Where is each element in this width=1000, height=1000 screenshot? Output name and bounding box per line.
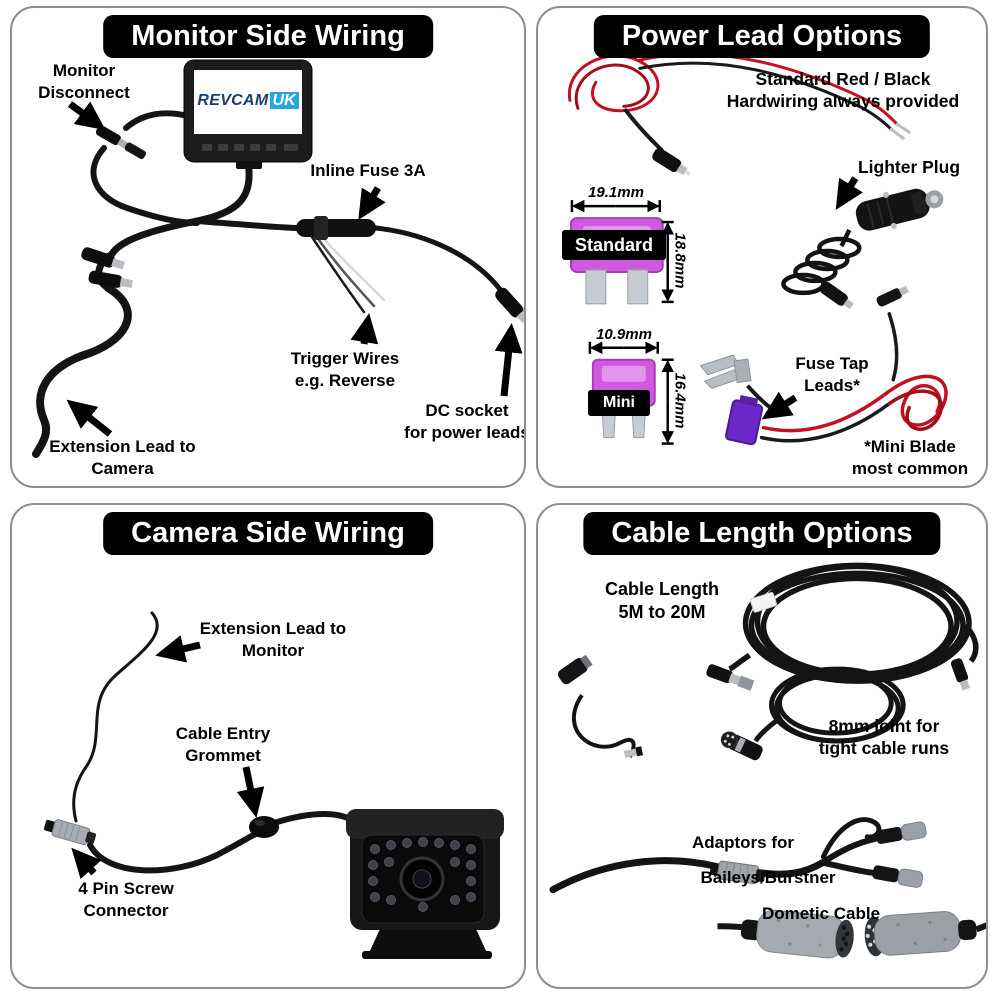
y-branch-connector-lower <box>872 865 924 888</box>
label-extension-lead-camera: Extension Lead to Camera <box>49 437 196 478</box>
camera-ir-leds <box>368 837 476 912</box>
trigger-wires <box>308 230 386 314</box>
fuse-tap-assembly <box>699 285 948 446</box>
arrow-extension-monitor <box>155 635 201 663</box>
second-coil-connector <box>720 731 763 761</box>
dimension-lines <box>570 199 674 445</box>
arrow-monitor-disconnect <box>67 101 106 131</box>
monitor-disconnect-connector <box>95 125 147 160</box>
arrow-grommet <box>236 766 265 818</box>
cable-entry-grommet <box>249 816 279 838</box>
panel-title-power-leads: Power Lead Options <box>593 15 931 58</box>
cable-length-illustration <box>549 562 986 959</box>
logo-text-revcam: REVCAM <box>197 92 269 109</box>
panel-title-cable-length: Cable Length Options <box>583 512 941 555</box>
dometic-connector-male <box>864 906 986 957</box>
dim-standard-width: 19.1mm <box>588 184 644 201</box>
camera-lead-connector-1 <box>81 247 126 270</box>
arrow-inline-fuse <box>358 186 386 220</box>
arrow-dc-socket <box>494 323 523 397</box>
short-adaptor-lead <box>557 654 644 759</box>
y-branch-connector-upper <box>875 821 927 844</box>
y-adaptor-metal-connector <box>709 860 766 885</box>
annotation-arrows <box>66 101 523 437</box>
four-pin-screw-connector <box>43 819 97 846</box>
panel-cable-length-options: Cable Length Options <box>536 503 988 989</box>
y-adaptor-cable <box>549 817 882 894</box>
label-extension-lead-monitor: Extension Lead to Monitor <box>199 619 347 660</box>
hardwire-dc-plug <box>652 148 691 177</box>
label-8mm-joint: 8mm joint for tight cable runs <box>818 716 950 759</box>
panel-camera-side-wiring: Camera Side Wiring <box>10 503 526 989</box>
label-fuse-tap: Fuse Tap Leads* <box>795 354 869 395</box>
label-monitor-disconnect: Monitor Disconnect <box>38 61 130 102</box>
panel-title-camera-side: Camera Side Wiring <box>103 512 433 555</box>
annotation-arrows <box>761 176 863 420</box>
label-adaptors-line3: Dometic Cable <box>761 904 881 923</box>
camera-lead-connector-2 <box>88 270 133 288</box>
monitor-wiring-illustration <box>32 59 524 458</box>
label-inline-fuse: Inline Fuse 3A <box>310 161 426 180</box>
coil-label-tag <box>749 591 778 613</box>
coil-connector-male <box>950 658 971 691</box>
arrow-trigger-wires <box>350 313 379 345</box>
arrow-fuse-tap <box>761 391 798 420</box>
arrow-lighter-plug <box>835 176 863 211</box>
camera-device <box>346 809 504 959</box>
dim-standard-height: 18.8mm <box>671 232 689 289</box>
label-cable-length: Cable Length 5M to 20M <box>604 579 719 623</box>
lighter-plug-coil-cord <box>781 229 862 296</box>
label-adaptors-line1: Adaptors for <box>692 833 794 852</box>
arrow-four-pin <box>71 847 102 880</box>
panel-title-monitor-side: Monitor Side Wiring <box>103 15 433 58</box>
label-four-pin-connector: 4 Pin Screw Connector <box>78 879 174 920</box>
label-dc-socket: DC socket for power leads <box>404 401 526 442</box>
label-hardwiring: Standard Red / Black Hardwiring always p… <box>726 69 960 112</box>
label-trigger-wires: Trigger Wires e.g. Reverse <box>290 349 400 390</box>
camera-wiring-illustration <box>43 611 504 959</box>
coil-connector-female <box>706 664 755 691</box>
extension-cable-coil <box>728 562 979 684</box>
lighter-plug-device <box>855 188 944 231</box>
panel-power-lead-options: Power Lead Options <box>536 6 988 488</box>
panel-monitor-side-wiring: Monitor Side Wiring <box>10 6 526 488</box>
label-mini-blade-note: *Mini Blade most common <box>851 437 969 478</box>
label-adaptors-line2: Baileys/Burstner <box>700 868 836 887</box>
label-lighter-plug: Lighter Plug <box>857 157 961 177</box>
lighter-plug-dc-end <box>819 281 854 310</box>
badge-mini-fuse: Mini <box>588 390 650 416</box>
monitor-device <box>183 59 313 169</box>
badge-standard-fuse: Standard <box>562 230 666 260</box>
dim-mini-height: 16.4mm <box>671 372 689 429</box>
inline-fuse-holder <box>296 216 376 240</box>
dometic-connector-female <box>717 909 854 959</box>
arrow-extension-lead <box>66 399 113 437</box>
dim-mini-width: 10.9mm <box>596 326 652 343</box>
dc-socket-connector <box>495 287 524 324</box>
logo-text-uk: UK <box>269 92 299 109</box>
annotation-arrows <box>71 635 265 880</box>
second-cable-coil <box>753 666 906 744</box>
label-cable-entry-grommet: Cable Entry Grommet <box>175 724 271 765</box>
